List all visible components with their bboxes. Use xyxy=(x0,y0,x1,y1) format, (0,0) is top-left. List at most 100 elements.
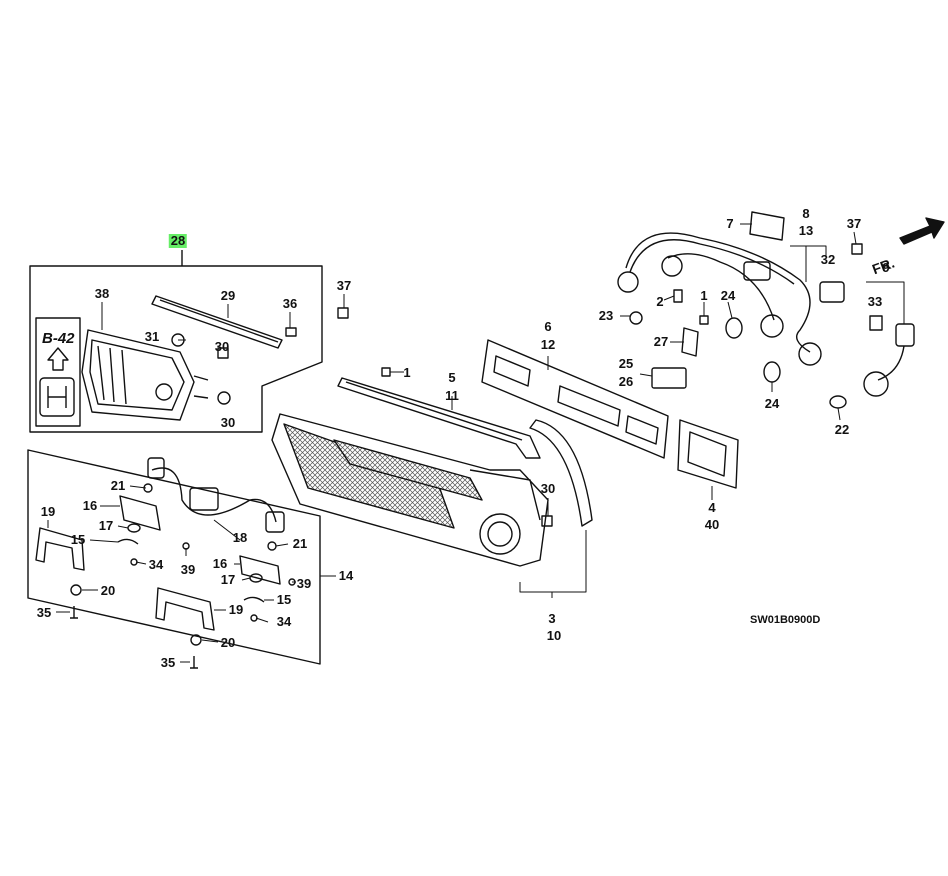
part-20b xyxy=(190,634,202,646)
callout-19a[interactable]: 19 xyxy=(40,504,56,519)
part-20a xyxy=(70,584,82,596)
callout-20a[interactable]: 20 xyxy=(100,583,116,598)
part-27-bracket xyxy=(681,327,699,357)
callout-14[interactable]: 14 xyxy=(338,568,354,583)
part-1b xyxy=(699,315,709,325)
callout-32[interactable]: 32 xyxy=(820,252,836,267)
group-box-28 xyxy=(29,265,323,433)
callout-35a[interactable]: 35 xyxy=(36,605,52,620)
part-15a xyxy=(117,538,139,545)
part-36 xyxy=(285,327,297,337)
callout-9[interactable]: 9 xyxy=(882,260,890,275)
callout-11[interactable]: 11 xyxy=(445,388,459,403)
callout-27[interactable]: 27 xyxy=(653,334,669,349)
part-37b xyxy=(851,243,863,255)
part-24a xyxy=(725,317,743,339)
callout-18[interactable]: 18 xyxy=(232,530,248,545)
fr-arrow-icon xyxy=(899,217,945,245)
callout-34a[interactable]: 34 xyxy=(148,557,164,572)
callout-15a[interactable]: 15 xyxy=(70,532,86,547)
callout-30c[interactable]: 30 xyxy=(540,481,556,496)
callout-15b[interactable]: 15 xyxy=(276,592,292,607)
callout-17a[interactable]: 17 xyxy=(98,518,114,533)
callout-37a[interactable]: 37 xyxy=(336,278,352,293)
callout-24a[interactable]: 24 xyxy=(720,288,736,303)
callout-3[interactable]: 3 xyxy=(548,611,556,626)
part-19a-bracket xyxy=(35,527,85,571)
callout-8[interactable]: 8 xyxy=(802,206,810,221)
callout-34b[interactable]: 34 xyxy=(276,614,292,629)
part-15b xyxy=(243,596,265,603)
part-1a xyxy=(381,367,391,377)
part-35a-screw xyxy=(70,606,78,619)
callout-26[interactable]: 26 xyxy=(618,374,634,389)
callout-25[interactable]: 25 xyxy=(618,356,634,371)
ref-box-b42 xyxy=(35,317,81,427)
callout-16b[interactable]: 16 xyxy=(212,556,228,571)
part-7-plate xyxy=(749,211,785,241)
part-4-gasket xyxy=(677,419,739,489)
callout-39b[interactable]: 39 xyxy=(296,576,312,591)
callout-6[interactable]: 6 xyxy=(544,319,552,334)
part-6-gasket xyxy=(481,339,669,459)
part-2 xyxy=(673,289,683,303)
callout-12[interactable]: 12 xyxy=(540,337,556,352)
part-5-moulding xyxy=(337,377,541,459)
callout-33[interactable]: 33 xyxy=(867,294,883,309)
part-side-strip xyxy=(529,419,593,527)
part-18-harness xyxy=(147,457,285,533)
part-21b xyxy=(267,541,277,551)
callout-37b[interactable]: 37 xyxy=(846,216,862,231)
callout-1b[interactable]: 1 xyxy=(700,288,708,303)
part-17a xyxy=(127,523,141,533)
part-9-harness xyxy=(863,315,915,397)
callout-10[interactable]: 10 xyxy=(546,628,562,643)
callout-17b[interactable]: 17 xyxy=(220,572,236,587)
callout-38[interactable]: 38 xyxy=(94,286,110,301)
callout-4[interactable]: 4 xyxy=(708,500,716,515)
callout-22[interactable]: 22 xyxy=(834,422,850,437)
callout-5[interactable]: 5 xyxy=(448,370,456,385)
up-arrow-icon xyxy=(47,347,69,371)
part-3-lamp-panel xyxy=(271,413,549,567)
part-29-strip xyxy=(151,295,283,349)
callout-30b[interactable]: 30 xyxy=(220,415,236,430)
callout-19b[interactable]: 19 xyxy=(228,602,244,617)
callout-21b[interactable]: 21 xyxy=(292,536,308,551)
part-25-module xyxy=(651,367,687,389)
callout-40[interactable]: 40 xyxy=(704,517,720,532)
callout-21a[interactable]: 21 xyxy=(110,478,126,493)
ref-box-label: B-42 xyxy=(42,330,75,347)
part-8-harness xyxy=(617,232,845,366)
callout-39a[interactable]: 39 xyxy=(180,562,196,577)
callout-28[interactable]: 28 xyxy=(168,233,188,248)
callout-13[interactable]: 13 xyxy=(798,223,814,238)
part-30c xyxy=(541,515,553,527)
group-box-14 xyxy=(27,449,321,665)
callout-7[interactable]: 7 xyxy=(726,216,734,231)
callout-20b[interactable]: 20 xyxy=(220,635,236,650)
part-30b xyxy=(217,391,231,405)
callout-1a[interactable]: 1 xyxy=(403,365,411,380)
callout-29[interactable]: 29 xyxy=(220,288,236,303)
part-30a xyxy=(217,347,229,359)
callout-31[interactable]: 31 xyxy=(144,329,160,344)
part-24b xyxy=(763,361,781,383)
callout-24b[interactable]: 24 xyxy=(764,396,780,411)
callout-36[interactable]: 36 xyxy=(282,296,298,311)
part-35b-screw xyxy=(190,656,198,669)
callout-23[interactable]: 23 xyxy=(598,308,614,323)
callout-30a[interactable]: 30 xyxy=(214,339,230,354)
callout-2[interactable]: 2 xyxy=(656,294,664,309)
part-23 xyxy=(629,311,643,325)
part-16a-bracket xyxy=(119,495,161,531)
part-33 xyxy=(869,315,883,331)
part-38-lamp-housing xyxy=(81,329,209,421)
diagram-code: SW01B0900D xyxy=(750,614,821,626)
callout-16a[interactable]: 16 xyxy=(82,498,98,513)
part-19b-bracket xyxy=(155,587,215,631)
callout-35b[interactable]: 35 xyxy=(160,655,176,670)
part-16b-bracket xyxy=(239,555,281,585)
